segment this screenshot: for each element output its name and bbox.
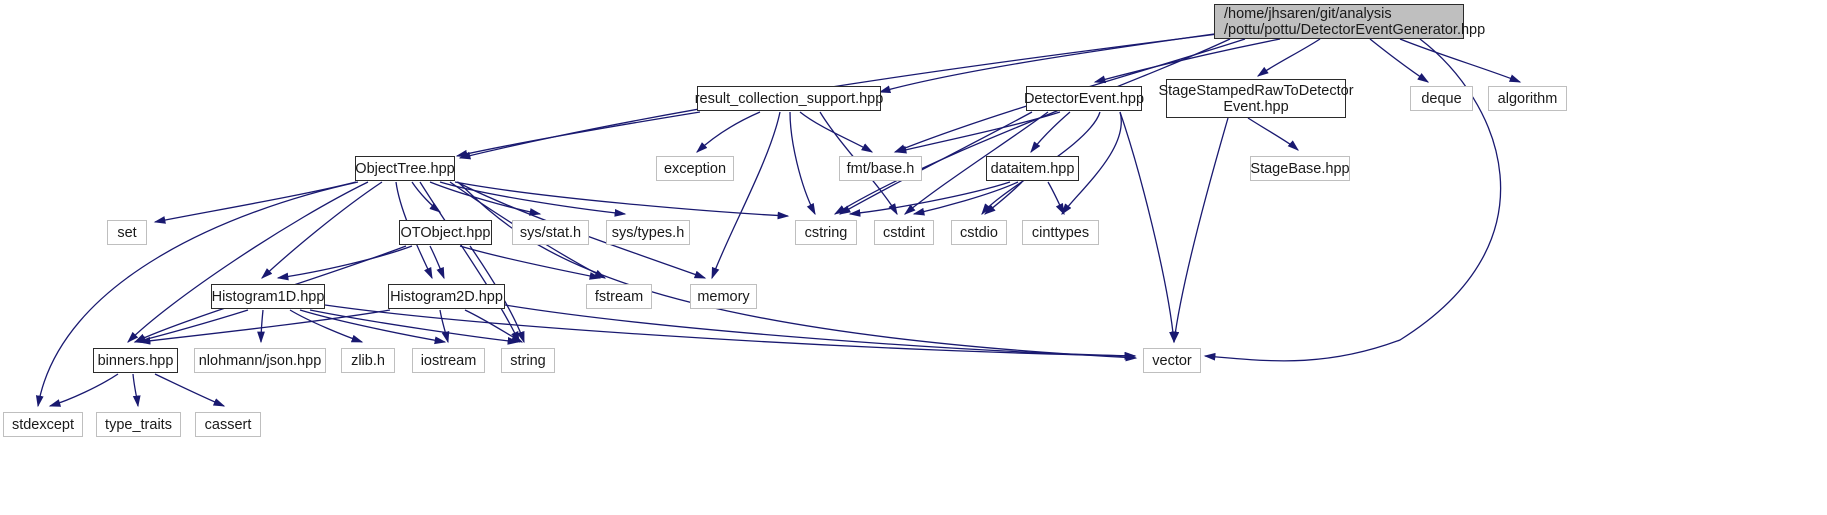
graph-node-vector[interactable]: vector bbox=[1143, 348, 1201, 373]
graph-node-dataitem[interactable]: dataitem.hpp bbox=[986, 156, 1079, 181]
graph-edge-root-to-algorithm bbox=[1399, 38, 1522, 83]
graph-edge-objecttree-to-set bbox=[153, 181, 357, 224]
graph-node-hist2d[interactable]: Histogram2D.hpp bbox=[388, 284, 505, 309]
graph-node-cinttypes[interactable]: cinttypes bbox=[1022, 220, 1099, 245]
graph-node-objecttree[interactable]: ObjectTree.hpp bbox=[355, 156, 455, 181]
graph-node-stagebase[interactable]: StageBase.hpp bbox=[1250, 156, 1350, 181]
graph-edge-hist1d-to-iostream bbox=[299, 309, 447, 345]
graph-node-cassert[interactable]: cassert bbox=[195, 412, 261, 437]
graph-node-memory[interactable]: memory bbox=[690, 284, 757, 309]
graph-edge-detevent-to-fmtbase bbox=[894, 111, 1061, 154]
graph-node-binners[interactable]: binners.hpp bbox=[93, 348, 178, 373]
graph-edge-objecttree-to-systypes bbox=[439, 181, 627, 217]
graph-edge-dataitem-to-cstdint bbox=[912, 181, 1019, 216]
graph-edge-rcs-to-cstring bbox=[789, 111, 816, 216]
graph-edge-hist1d-to-zlib bbox=[289, 309, 364, 343]
graph-node-typetraits[interactable]: type_traits bbox=[96, 412, 181, 437]
graph-edge-objecttree-to-string bbox=[419, 181, 520, 344]
graph-edge-objecttree-to-hist1d bbox=[261, 181, 383, 279]
graph-node-zlib[interactable]: zlib.h bbox=[341, 348, 395, 373]
graph-node-otobject[interactable]: OTObject.hpp bbox=[399, 220, 492, 245]
graph-edge-root-to-stagestamped bbox=[1256, 38, 1321, 77]
graph-node-detevent[interactable]: DetectorEvent.hpp bbox=[1024, 86, 1144, 111]
graph-edge-detevent-to-dataitem bbox=[1030, 111, 1071, 154]
graph-node-stagestamped[interactable]: StageStampedRawToDetector Event.hpp bbox=[1158, 79, 1354, 118]
graph-edge-objecttree-to-sysstat bbox=[429, 181, 542, 216]
graph-node-systypes[interactable]: sys/types.h bbox=[606, 220, 690, 245]
graph-node-algorithm[interactable]: algorithm bbox=[1488, 86, 1567, 111]
graph-edge-stagestamped-to-vector bbox=[1171, 117, 1229, 344]
graph-node-set[interactable]: set bbox=[107, 220, 147, 245]
graph-node-nlohmann[interactable]: nlohmann/json.hpp bbox=[194, 348, 326, 373]
graph-edge-rcs-to-objecttree bbox=[455, 111, 701, 158]
graph-edge-hist1d-to-string bbox=[309, 309, 520, 345]
graph-node-cstdio[interactable]: cstdio bbox=[951, 220, 1007, 245]
graph-edge-root-to-cstring bbox=[833, 38, 1231, 215]
graph-edge-otobject-to-hist1d bbox=[276, 245, 413, 281]
graph-edge-hist2d-to-iostream bbox=[439, 309, 450, 344]
graph-node-fstream[interactable]: fstream bbox=[586, 284, 652, 309]
graph-edge-objecttree-to-binners bbox=[127, 181, 369, 343]
graph-edge-binners-to-cassert bbox=[154, 373, 226, 407]
graph-node-hist1d[interactable]: Histogram1D.hpp bbox=[211, 284, 325, 309]
graph-edge-binners-to-stdexcept bbox=[48, 373, 119, 407]
graph-edge-hist2d-to-vector bbox=[504, 304, 1137, 360]
graph-edge-rcs-to-fmtbase bbox=[799, 111, 874, 153]
graph-node-deque[interactable]: deque bbox=[1410, 86, 1473, 111]
graph-edge-otobject-to-fstream bbox=[459, 245, 602, 280]
graph-node-sysstat[interactable]: sys/stat.h bbox=[512, 220, 589, 245]
graph-node-rcs[interactable]: result_collection_support.hpp bbox=[695, 86, 883, 111]
graph-edge-root-to-deque bbox=[1369, 38, 1430, 83]
graph-edge-binners-to-typetraits bbox=[132, 373, 141, 408]
graph-edge-hist1d-to-nlohmann bbox=[257, 309, 265, 344]
graph-edge-hist2d-to-binners bbox=[138, 309, 391, 345]
graph-edge-root-to-detevent bbox=[1093, 38, 1281, 84]
graph-edge-rcs-to-exception bbox=[696, 111, 761, 153]
graph-edge-rcs-to-memory bbox=[711, 111, 781, 280]
graph-node-exception[interactable]: exception bbox=[656, 156, 734, 181]
graph-node-cstdint[interactable]: cstdint bbox=[874, 220, 934, 245]
graph-edge-dataitem-to-cstring bbox=[848, 181, 1011, 217]
graph-node-cstring[interactable]: cstring bbox=[795, 220, 857, 245]
graph-edge-hist2d-to-string bbox=[464, 309, 524, 343]
graph-edge-otobject-to-hist2d bbox=[429, 245, 445, 280]
graph-node-stdexcept[interactable]: stdexcept bbox=[3, 412, 83, 437]
graph-edge-detevent-to-vector bbox=[1119, 111, 1177, 344]
graph-edge-hist1d-to-binners bbox=[133, 309, 249, 344]
graph-edge-objecttree-to-vector bbox=[457, 181, 1138, 362]
graph-node-iostream[interactable]: iostream bbox=[412, 348, 485, 373]
graph-edge-dataitem-to-cinttypes bbox=[1047, 181, 1065, 216]
graph-edge-objecttree-to-otobject bbox=[411, 181, 442, 213]
graph-edge-dataitem-to-cstdio bbox=[983, 181, 1023, 215]
graph-node-fmtbase[interactable]: fmt/base.h bbox=[839, 156, 922, 181]
graph-edge-stagestamped-to-stagebase bbox=[1247, 117, 1299, 151]
graph-node-root[interactable]: /home/jhsaren/git/analysis /pottu/pottu/… bbox=[1214, 4, 1485, 39]
graph-node-string[interactable]: string bbox=[501, 348, 555, 373]
graph-edge-objecttree-to-cstring bbox=[454, 181, 790, 220]
